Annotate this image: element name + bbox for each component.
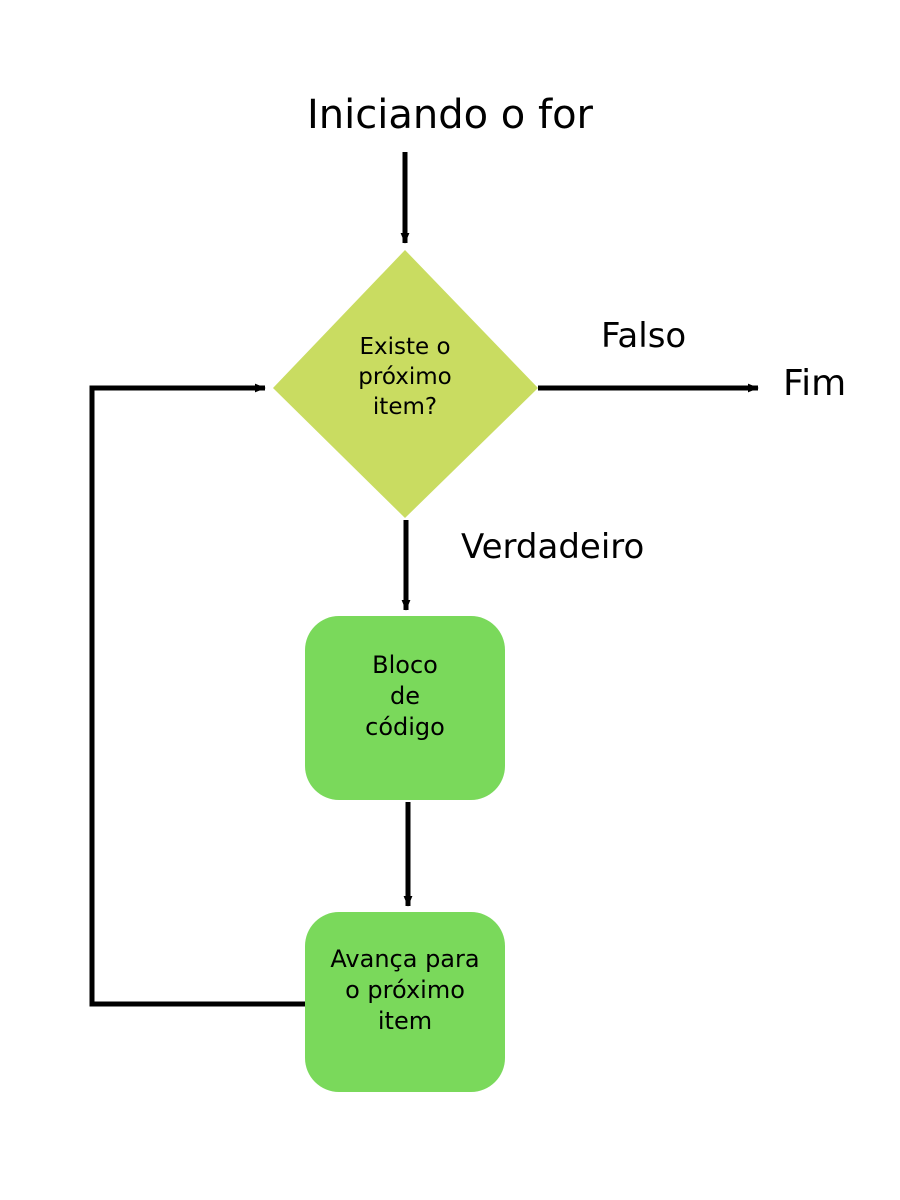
edge-label-verdadeiro: Verdadeiro xyxy=(461,527,645,567)
advance-box[interactable] xyxy=(305,912,505,1092)
edge-advance-to-decision xyxy=(89,383,305,1007)
start-label: Iniciando o for xyxy=(307,92,593,138)
end-label: Fim xyxy=(783,363,847,404)
edge-label-falso: Falso xyxy=(601,316,687,356)
process-box[interactable] xyxy=(305,616,505,800)
decision-diamond[interactable] xyxy=(273,250,538,518)
